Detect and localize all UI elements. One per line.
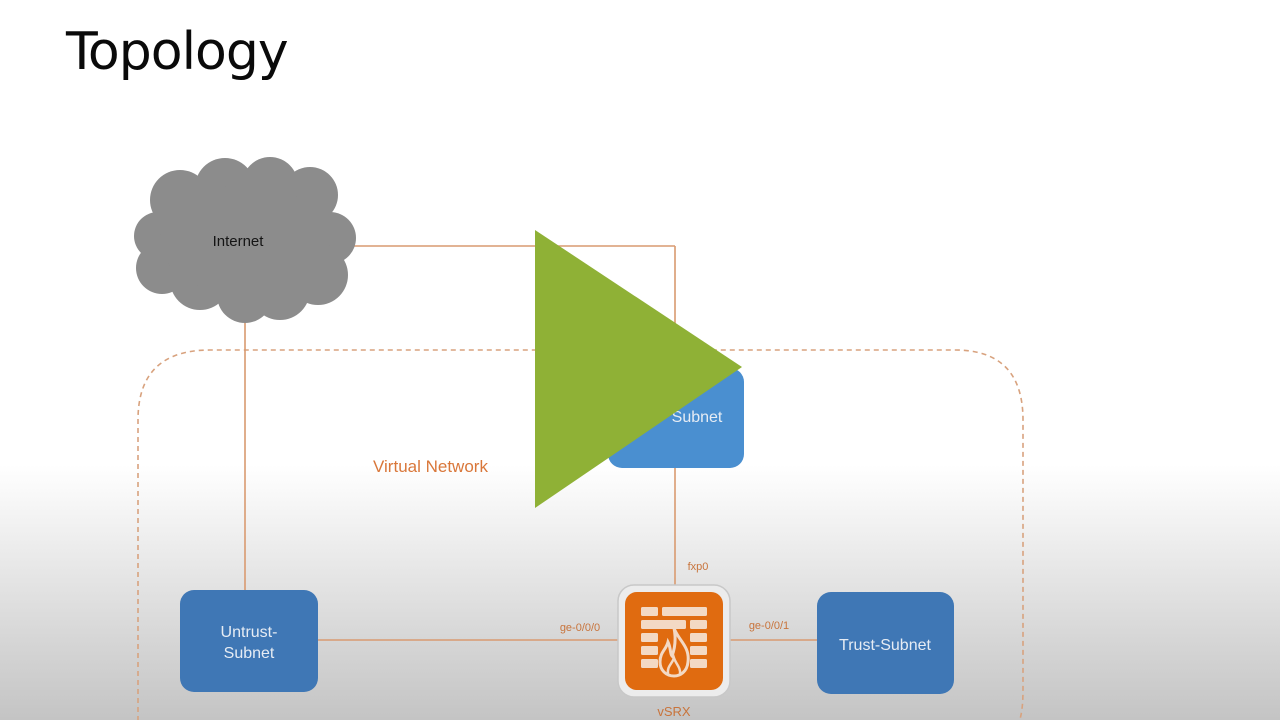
internet-cloud: Internet [134, 157, 356, 323]
play-icon[interactable] [535, 230, 742, 508]
virtual-network-label: Virtual Network [373, 457, 488, 476]
untrust-subnet-label-line1: Untrust- [221, 624, 278, 641]
slide-title: Topology [66, 22, 289, 82]
port-label-fxp0: fxp0 [688, 561, 709, 573]
flame-icon [658, 627, 690, 678]
virtual-network-boundary [137, 349, 1024, 720]
management-subnet-label: Subnet [672, 409, 723, 426]
firewall-icon [641, 607, 707, 668]
cloud-icon [134, 157, 356, 323]
untrust-subnet-label-line2: Subnet [224, 645, 275, 662]
internet-label: Internet [213, 233, 265, 250]
vsrx-node [617, 584, 731, 698]
vsrx-label: vSRX [657, 704, 691, 719]
trust-subnet-label: Trust-Subnet [839, 637, 931, 654]
untrust-subnet-node: Untrust- Subnet [180, 590, 318, 692]
port-label-ge-0-0-0: ge-0/0/0 [560, 622, 600, 634]
port-label-ge-0-0-1: ge-0/0/1 [749, 620, 789, 632]
play-button[interactable] [535, 230, 742, 508]
trust-subnet-node: Trust-Subnet [817, 592, 954, 694]
